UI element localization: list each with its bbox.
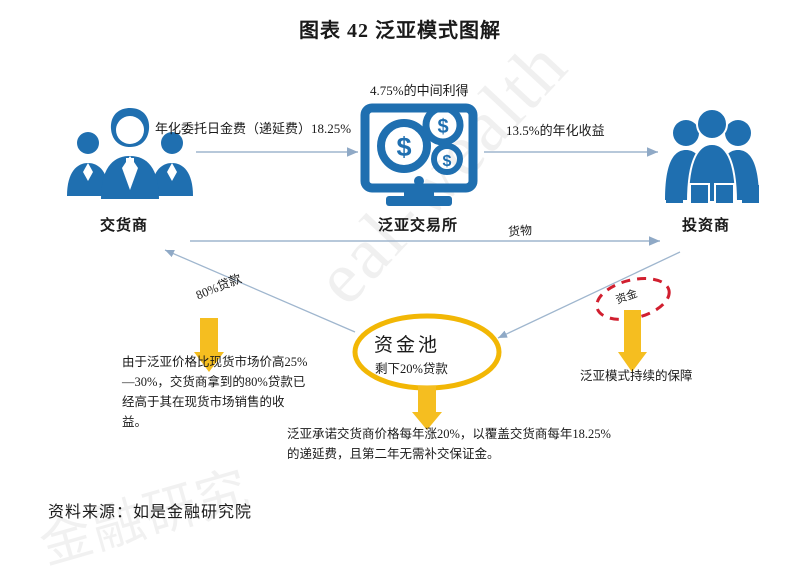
funds-dashed-ellipse bbox=[595, 277, 671, 321]
yellow-arrow-right bbox=[618, 310, 647, 372]
note-left: 由于泛亚价格比现货市场价高25%—30%，交货商拿到的80%贷款已经高于其在现货… bbox=[122, 355, 308, 429]
label-supplier-to-exchange: 年化委托日金费（递延费）18.25% bbox=[155, 121, 352, 136]
node-label-exchange: 泛亚交易所 bbox=[378, 218, 459, 234]
yellow-arrow-left bbox=[194, 318, 224, 372]
label-exchange-margin: 4.75%的中间利得 bbox=[370, 83, 469, 98]
diagram-canvas: eal-wealth 金融研究 图表 42 泛亚模式图解 bbox=[34, 20, 759, 576]
label-exchange-to-investor: 13.5%的年化收益 bbox=[506, 123, 605, 138]
arrow-pool-to-supplier bbox=[164, 249, 356, 333]
label-goods: 货物 bbox=[507, 223, 533, 239]
node-label-supplier: 交货商 bbox=[100, 218, 149, 234]
svg-text:$: $ bbox=[396, 132, 411, 162]
supplier-icon bbox=[67, 108, 193, 199]
svg-text:$: $ bbox=[437, 116, 448, 138]
note-center: 泛亚承诺交货商价格每年涨20%，以覆盖交货商每年18.25%的递延费，且第二年无… bbox=[287, 427, 611, 461]
diagram-graphics: $ $ $ bbox=[67, 103, 759, 430]
svg-text:$: $ bbox=[443, 153, 452, 170]
figure-title: 图表 42 泛亚模式图解 bbox=[299, 20, 501, 42]
fund-pool-subtitle: 剩下20%贷款 bbox=[375, 362, 448, 376]
arrow-investor-to-pool bbox=[497, 251, 681, 339]
yellow-arrow-center bbox=[412, 386, 442, 430]
note-right: 泛亚模式持续的保障 bbox=[580, 369, 693, 383]
source-line: 资料来源：如是金融研究院 bbox=[48, 504, 253, 521]
node-label-investor: 投资商 bbox=[682, 218, 731, 234]
exchange-monitor-icon: $ $ $ bbox=[360, 103, 478, 206]
fund-pool-title: 资金池 bbox=[374, 335, 441, 356]
investor-icon bbox=[665, 108, 759, 205]
